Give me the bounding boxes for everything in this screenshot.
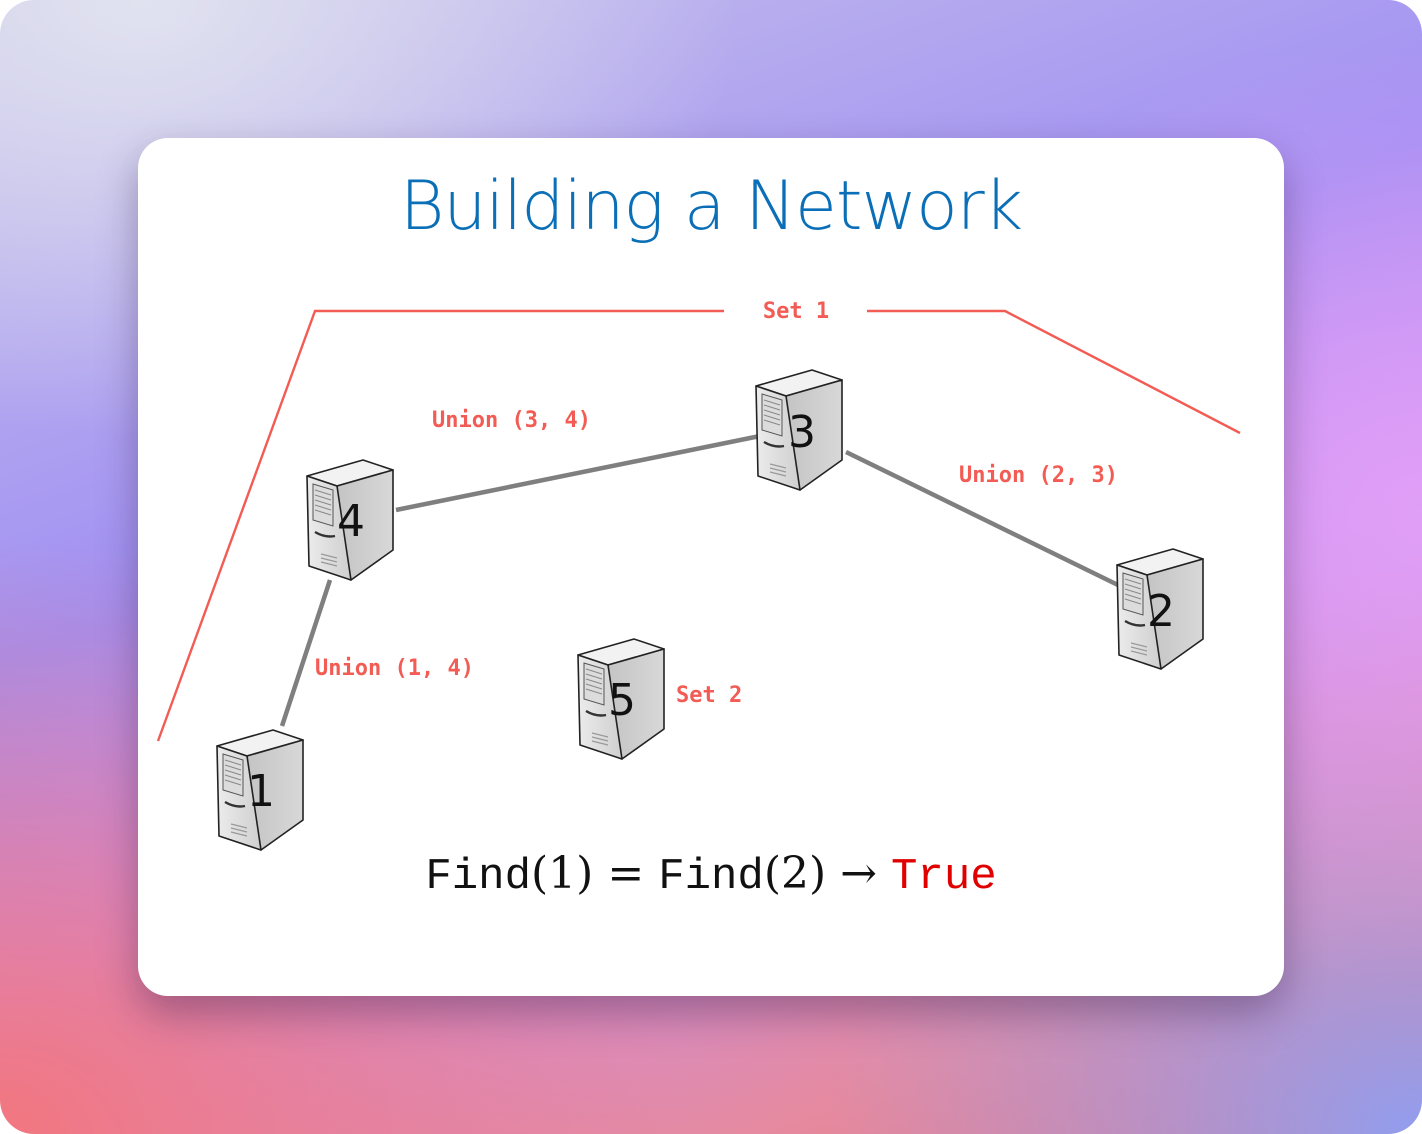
find-formula: Find(1) = Find(2) → True [0,848,1422,902]
edge-label-union-2-3: Union (2, 3) [959,463,1118,488]
set2-label: Set 2 [676,683,742,708]
formula-find-1: Find [425,852,531,902]
server-label-2: 2 [1147,586,1175,637]
set1-label: Set 1 [763,299,829,324]
formula-arg-2: (2) [763,848,827,899]
server-label-3: 3 [788,407,816,458]
formula-equals: = [607,848,645,899]
formula-arg-1: (1) [530,848,594,899]
slide-title: Building a Network [399,167,1023,246]
edge-label-union-3-4: Union (3, 4) [432,408,591,433]
edge-2-3 [845,449,1121,589]
set1-boundary [156,309,724,742]
formula-arrow: → [840,848,878,899]
server-label-4: 4 [337,496,365,547]
formula-result: True [891,852,997,902]
edge-3-4 [395,433,761,513]
formula-find-2: Find [658,852,764,902]
server-label-1: 1 [247,766,275,817]
edge-label-union-1-4: Union (1, 4) [315,656,474,681]
set1-boundary [867,309,1241,435]
server-label-5: 5 [608,675,636,726]
edge-1-4 [279,579,333,727]
